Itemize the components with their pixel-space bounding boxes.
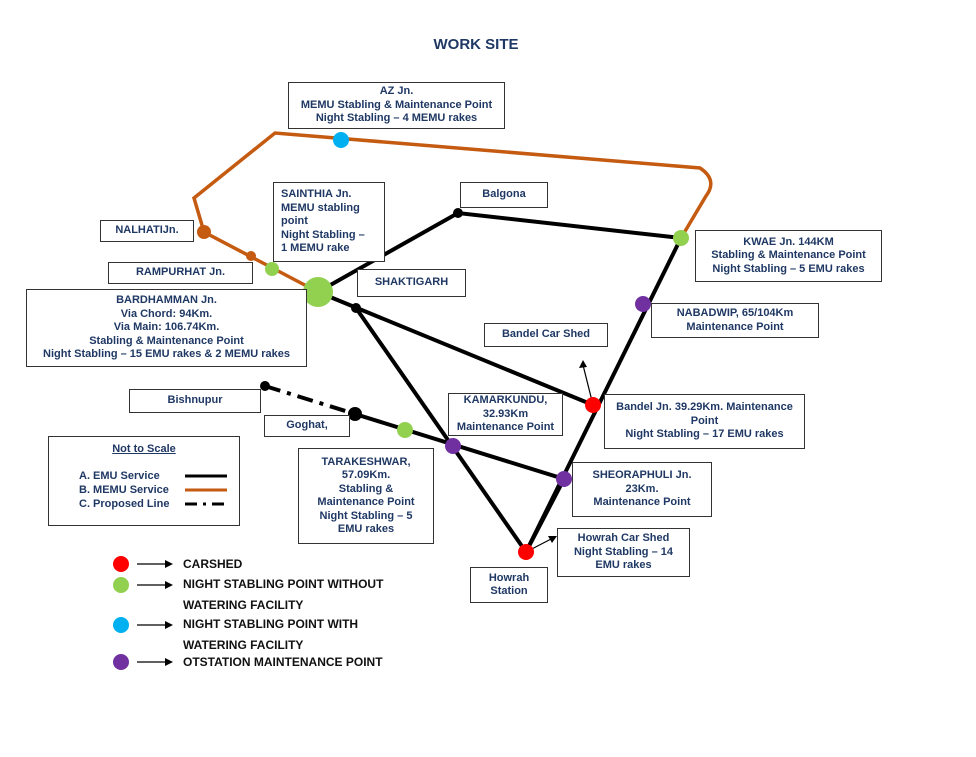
page-title: WORK SITE <box>433 36 519 53</box>
shaktigarh-label: SHAKTIGARH <box>357 269 466 297</box>
key-water-text-2: WATERING FACILITY <box>183 638 304 652</box>
howrah-station-label: Howrah Station <box>470 567 548 603</box>
legend-proposed-label: C. Proposed Line <box>79 498 170 510</box>
bardhamman-label: BARDHAMMAN Jn. Via Chord: 94Km. Via Main… <box>26 289 307 367</box>
key-maint-text: OTSTATION MAINTENANCE POINT <box>183 655 383 669</box>
night-stabling-no-water-dot <box>113 577 129 593</box>
maintenance-dot <box>113 654 129 670</box>
sheoraphuli-marker <box>556 471 572 487</box>
rampurhat-marker <box>265 262 279 276</box>
legend-emu-label: A. EMU Service <box>79 470 160 482</box>
key-no-water-text-1: NIGHT STABLING POINT WITHOUT <box>183 577 384 591</box>
emu-line-chord <box>317 290 594 407</box>
legend-line-samples <box>185 474 227 506</box>
bishnupur-end-dot <box>260 381 270 391</box>
key-carshed-text: CARSHED <box>183 557 243 571</box>
proposed-line <box>264 384 356 416</box>
key-arrow-icon <box>137 658 173 666</box>
nalhati-dot <box>197 225 211 239</box>
tarakeshwar-marker <box>397 422 413 438</box>
kamarkundu-marker <box>445 438 461 454</box>
az-marker <box>333 132 349 148</box>
bandel-car-shed-label: Bandel Car Shed <box>484 323 608 347</box>
key-arrow-icon <box>137 560 173 568</box>
nabadwip-label: NABADWIP, 65/104Km Maintenance Point <box>651 303 819 338</box>
bardhamman-marker <box>303 277 333 307</box>
goghat-dot <box>348 407 362 421</box>
shaktigarh-junction-dot <box>351 303 361 313</box>
bandel-label: Bandel Jn. 39.29Km. Maintenance Point Ni… <box>604 394 805 449</box>
bandel-marker <box>585 397 601 413</box>
bishnupur-label: Bishnupur <box>129 389 261 413</box>
key-water-text-1: NIGHT STABLING POINT WITH <box>183 617 359 631</box>
sainthia-label: SAINTHIA Jn. MEMU stabling point Night S… <box>273 182 385 262</box>
nabadwip-marker <box>635 296 651 312</box>
key-no-water-text-2: WATERING FACILITY <box>183 598 304 612</box>
balgona-label: Balgona <box>460 182 548 208</box>
memu-line-loop <box>191 131 713 294</box>
emu-line-main <box>354 306 528 554</box>
key-arrow-icon <box>137 621 173 629</box>
kamarkundu-label: KAMARKUNDU, 32.93Km Maintenance Point <box>448 393 563 436</box>
legend-memu-label: B. MEMU Service <box>79 484 169 496</box>
key-arrow-icon <box>137 581 173 589</box>
az-label: AZ Jn. MEMU Stabling & Maintenance Point… <box>288 82 505 129</box>
nalhati-label: NALHATIJn. <box>100 220 194 242</box>
sheoraphuli-label: SHEORAPHULI Jn. 23Km. Maintenance Point <box>572 462 712 517</box>
balgona-junction-dot <box>453 208 463 218</box>
howrah-car-shed-label: Howrah Car Shed Night Stabling – 14 EMU … <box>557 528 690 577</box>
tarakeshwar-label: TARAKESHWAR, 57.09Km. Stabling & Mainten… <box>298 448 434 544</box>
rampurhat-label: RAMPURHAT Jn. <box>108 262 253 284</box>
line-legend: Not to Scale A. EMU Service B. MEMU Serv… <box>48 436 240 526</box>
howrah-marker <box>518 544 534 560</box>
carshed-dot <box>113 556 129 572</box>
kwae-marker <box>673 230 689 246</box>
goghat-label: Goghat, <box>264 415 350 437</box>
night-stabling-water-dot <box>113 617 129 633</box>
legend-title: Not to Scale <box>112 443 176 455</box>
kwae-label: KWAE Jn. 144KM Stabling & Maintenance Po… <box>695 230 882 282</box>
memu-midpoint-dot <box>246 251 256 261</box>
